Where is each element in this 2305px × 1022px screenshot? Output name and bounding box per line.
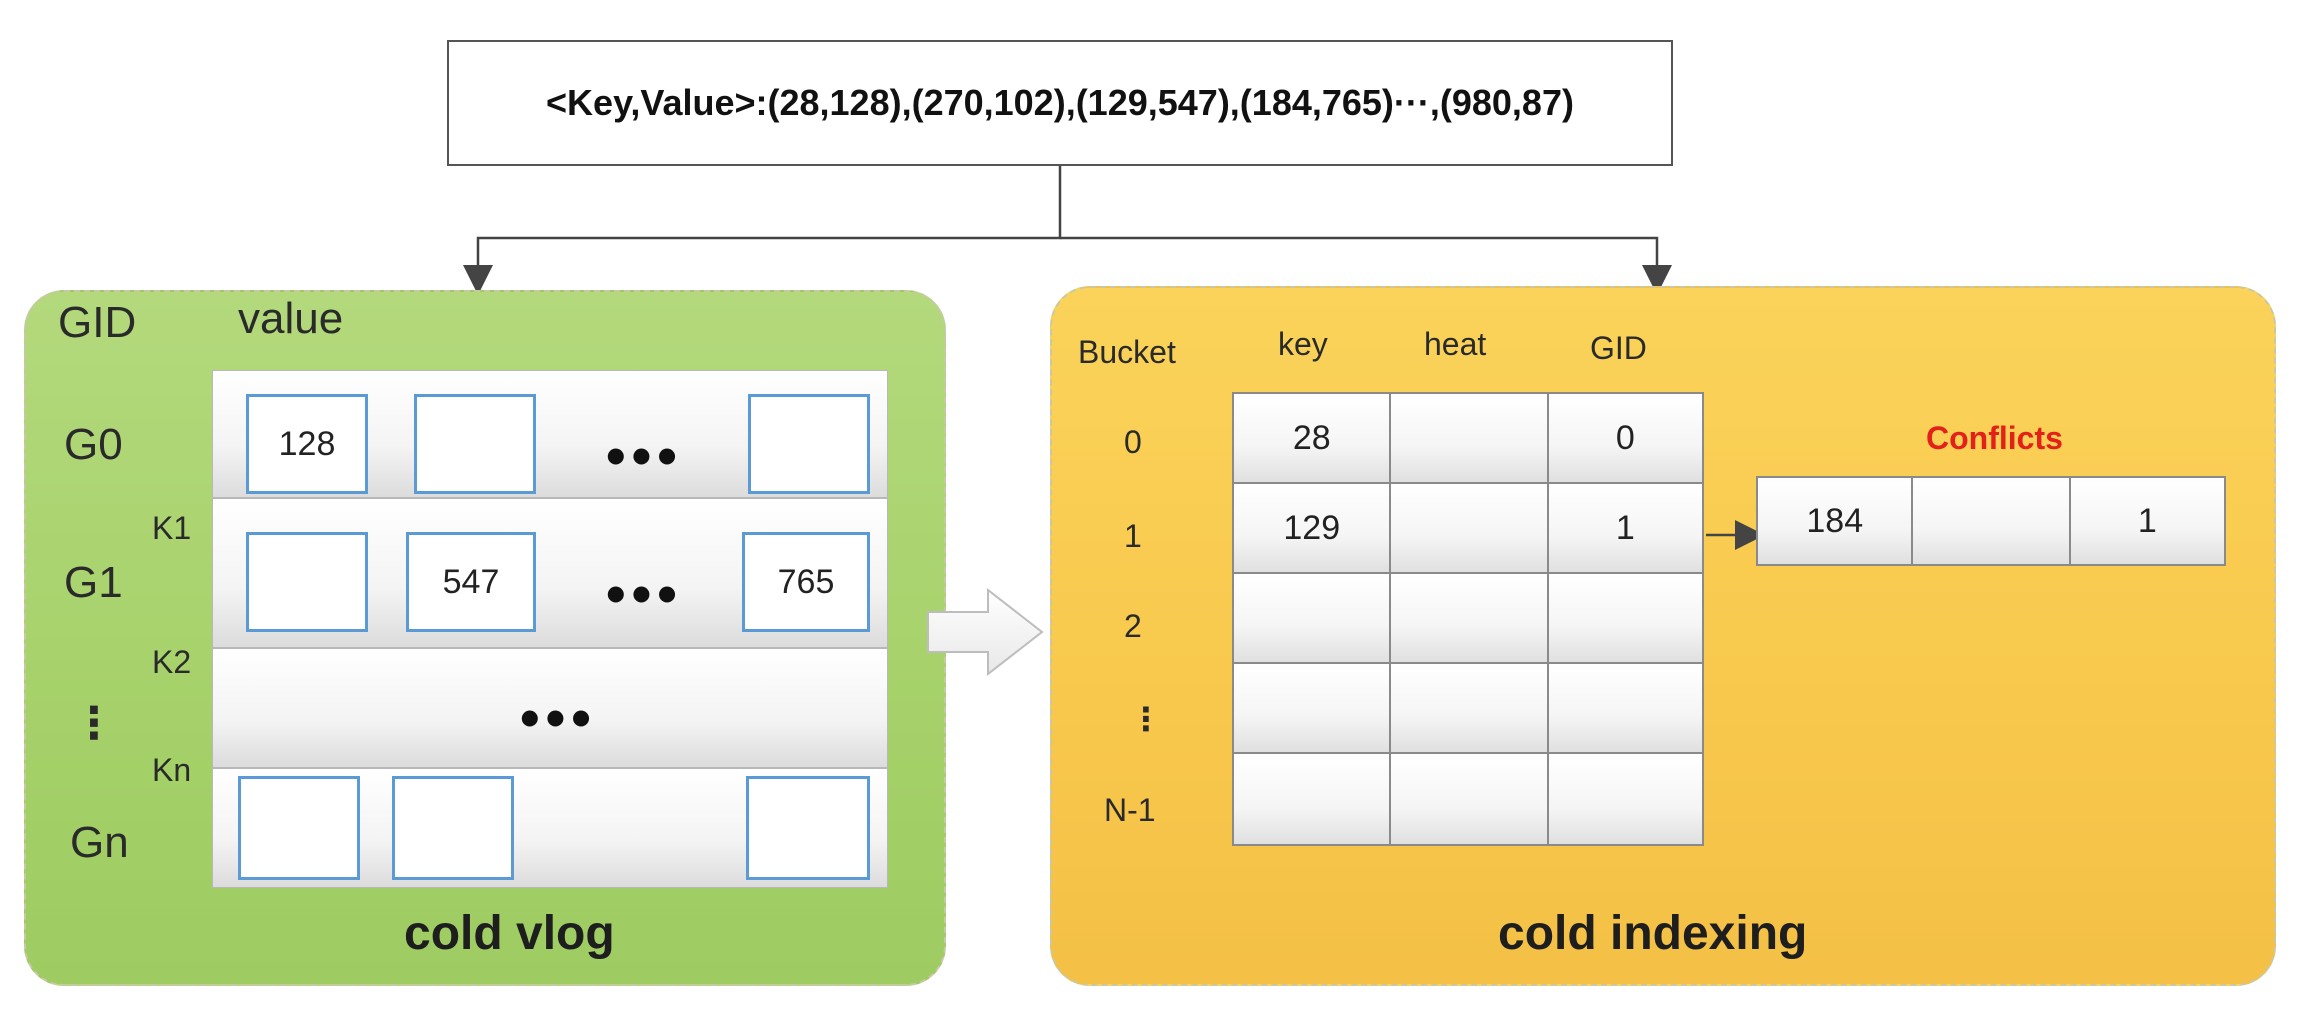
heat-cell (1389, 392, 1549, 484)
flow-arrow (927, 588, 1044, 676)
gid-cell (1546, 572, 1705, 664)
key-label-k1: K1 (152, 510, 192, 546)
gid-cell (1546, 662, 1705, 754)
key-cell (1231, 662, 1392, 754)
value-cell (238, 776, 360, 880)
heat-cell (1389, 572, 1549, 664)
col-header-heat: heat (1424, 326, 1487, 362)
value-cell (392, 776, 514, 880)
bucket-label-1: 1 (1124, 518, 1142, 554)
heat-cell (1389, 662, 1549, 754)
key-cell: 184 (1755, 476, 1914, 566)
key-cell: 28 (1231, 392, 1392, 484)
table-row: 129 1 (1231, 482, 1705, 574)
cold-indexing-title: cold indexing (1498, 907, 1808, 960)
bucket-label-n-1: N-1 (1104, 792, 1156, 828)
value-cell (414, 394, 536, 494)
index-table: 28 0 129 1 (1231, 392, 1705, 846)
col-header-key: key (1278, 326, 1328, 362)
arrow-to-vlog (463, 166, 1062, 295)
group-label-g0: G0 (64, 420, 123, 469)
conflict-arrow (1706, 520, 1764, 550)
row-ellipsis: ••• (606, 562, 683, 625)
table-row: 28 0 (1231, 392, 1705, 484)
key-cell (1231, 752, 1392, 846)
col-header-bucket: Bucket (1078, 334, 1176, 370)
key-cell (1231, 572, 1392, 664)
rows-ellipsis: ••• (520, 686, 597, 749)
vlog-row-ellipsis (212, 648, 888, 768)
cold-vlog-title: cold vlog (404, 907, 615, 960)
table-row (1231, 572, 1705, 664)
bucket-label-2: 2 (1124, 608, 1142, 644)
gid-cell: 0 (1546, 392, 1705, 484)
row-ellipsis: ••• (606, 424, 683, 487)
heat-cell (1911, 476, 2071, 566)
value-cell: 128 (246, 394, 368, 494)
value-cell: 547 (406, 532, 536, 632)
value-cell: 765 (742, 532, 870, 632)
heat-cell (1389, 752, 1549, 846)
gid-cell: 1 (1546, 482, 1705, 574)
conflicts-label: Conflicts (1926, 420, 2063, 456)
gid-cell (1546, 752, 1705, 846)
group-label-ellipsis: ⋮ (72, 699, 116, 748)
arrow-to-indexing (1060, 236, 1672, 295)
input-pairs-box: <Key,Value>:(28,128),(270,102),(129,547)… (447, 40, 1673, 166)
vlog-value-header: value (238, 294, 344, 343)
group-label-g1: G1 (64, 558, 123, 607)
table-row (1231, 752, 1705, 846)
conflict-chain-table: 184 1 (1755, 476, 2227, 566)
table-row: 184 1 (1755, 476, 2227, 566)
gid-cell: 1 (2068, 476, 2227, 566)
key-label-k2: K2 (152, 644, 192, 680)
value-cell (246, 532, 368, 632)
col-header-gid: GID (1590, 330, 1647, 366)
table-row (1231, 662, 1705, 754)
value-cell (746, 776, 870, 880)
vlog-gid-header: GID (58, 298, 137, 347)
key-cell: 129 (1231, 482, 1392, 574)
group-label-gn: Gn (70, 818, 129, 867)
input-pairs-text: <Key,Value>:(28,128),(270,102),(129,547)… (546, 82, 1574, 123)
bucket-label-ellipsis: ⋮ (1130, 701, 1162, 737)
key-label-kn: Kn (152, 752, 192, 788)
heat-cell (1389, 482, 1549, 574)
bucket-label-0: 0 (1124, 424, 1142, 460)
value-cell (748, 394, 870, 494)
